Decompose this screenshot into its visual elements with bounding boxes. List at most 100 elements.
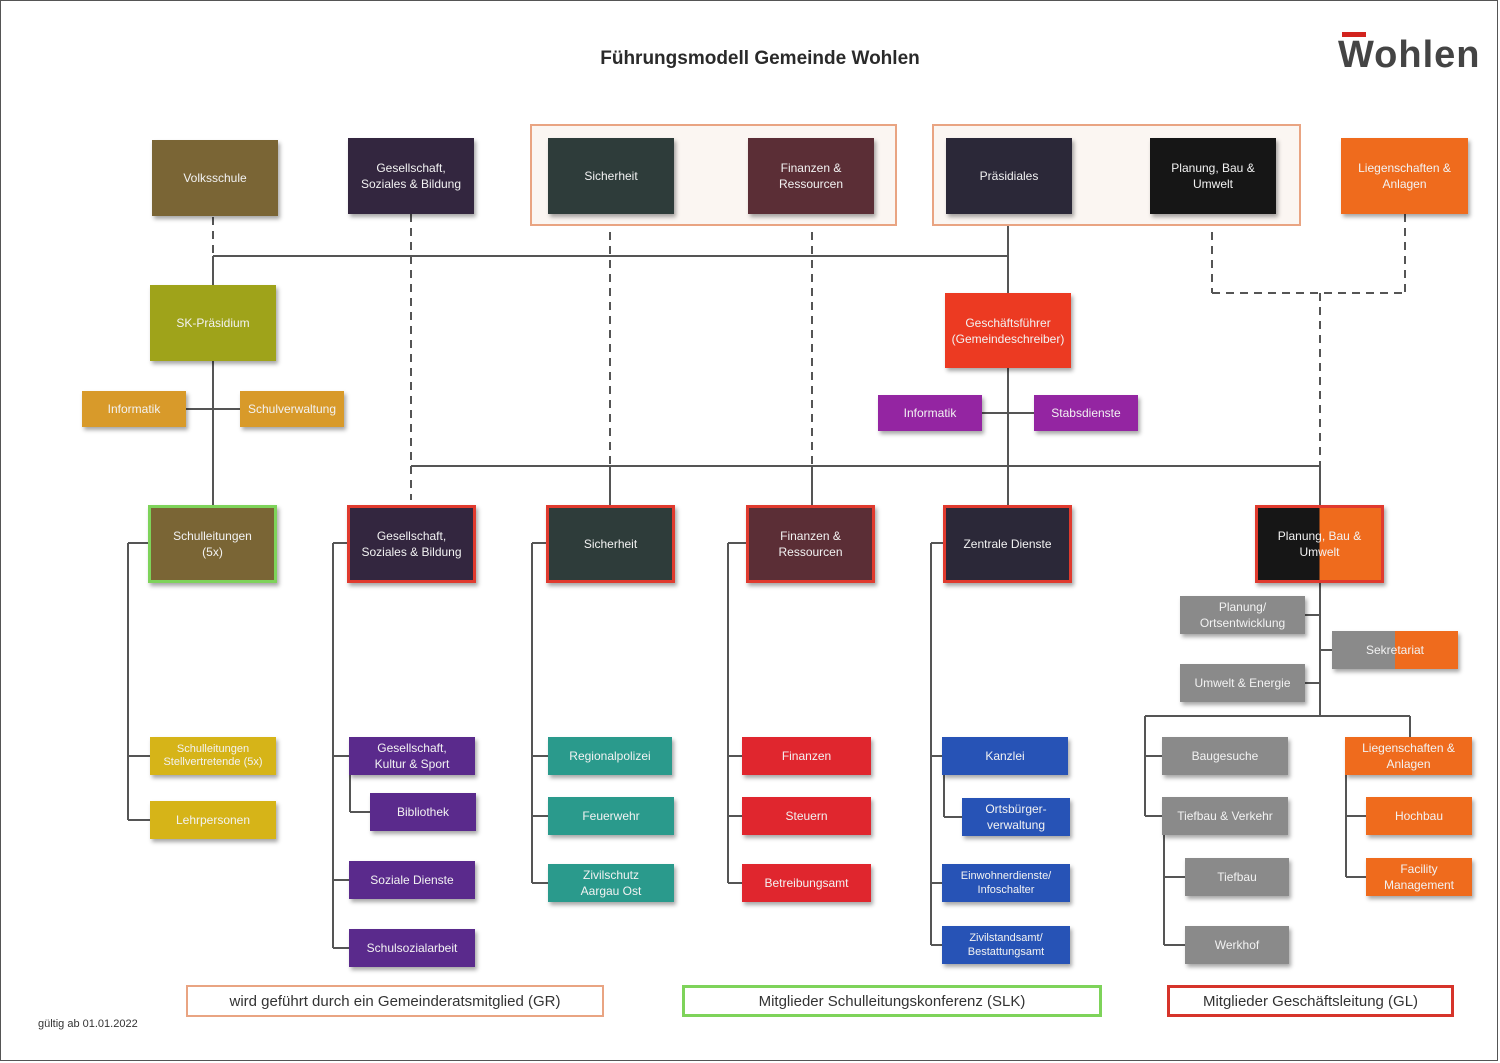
box-kanzlei[interactable]: Kanzlei	[942, 737, 1068, 775]
tiefbau-verkehr-label: Tiefbau & Verkehr	[1177, 809, 1273, 823]
box-planung-ortsentwicklung[interactable]: Planung/ Ortsentwicklung	[1180, 596, 1305, 634]
page-title: Führungsmodell Gemeinde Wohlen	[600, 48, 920, 69]
gesellschaft-top-label: Gesellschaft, Soziales & Bildung	[360, 161, 462, 191]
hochbau-label: Hochbau	[1394, 809, 1444, 823]
box-finanzen-dept[interactable]: Finanzen & Ressourcen	[746, 505, 875, 583]
tiefbau-label: Tiefbau	[1217, 870, 1257, 884]
box-schulsozialarbeit[interactable]: Schulsozialarbeit	[349, 929, 475, 967]
box-sk-praesidium[interactable]: SK-Präsidium	[150, 285, 276, 361]
regionalpolizei-label: Regionalpolizei	[569, 749, 651, 763]
planung-top-label: Planung, Bau & Umwelt	[1171, 161, 1255, 191]
box-stabsdienste[interactable]: Stabsdienste	[1034, 395, 1138, 431]
sicherheit-top-label: Sicherheit	[584, 169, 638, 183]
box-sicherheit-top[interactable]: Sicherheit	[548, 138, 674, 214]
legend-gr-label: wird geführt durch ein Gemeinderatsmitgl…	[229, 992, 561, 1010]
sicherheit-dept-label: Sicherheit	[583, 537, 638, 551]
valid-from-note: gültig ab 01.01.2022	[38, 1018, 138, 1030]
umwelt-energie-label: Umwelt & Energie	[1194, 676, 1291, 690]
box-geschaeftsfuehrer[interactable]: Geschäftsführer (Gemeindeschreiber)	[945, 293, 1071, 368]
legend-gr: wird geführt durch ein Gemeinderatsmitgl…	[186, 985, 604, 1017]
kanzlei-label: Kanzlei	[985, 749, 1025, 763]
feuerwehr-label: Feuerwehr	[582, 809, 640, 823]
box-soziale-dienste[interactable]: Soziale Dienste	[349, 861, 475, 899]
betreibungsamt-label: Betreibungsamt	[764, 876, 849, 890]
box-zivilschutz[interactable]: Zivilschutz Aargau Ost	[548, 864, 674, 902]
box-gesellschaft-dept[interactable]: Gesellschaft, Soziales & Bildung	[347, 505, 476, 583]
box-einwohnerdienste[interactable]: Einwohnerdienste/ Infoschalter	[942, 864, 1070, 902]
box-tiefbau-verkehr[interactable]: Tiefbau & Verkehr	[1162, 797, 1288, 835]
stabsdienste-label: Stabsdienste	[1051, 406, 1121, 420]
schulleitungen-stellvertr-label: Schulleitungen Stellvertretende (5x)	[163, 743, 263, 768]
box-liegenschaften-anlagen[interactable]: Liegenschaften & Anlagen	[1345, 737, 1472, 775]
lehrpersonen-label: Lehrpersonen	[175, 813, 251, 827]
box-planung-dept[interactable]: Planung, Bau & Umwelt	[1255, 505, 1384, 583]
box-zivilstandsamt[interactable]: Zivilstandsamt/ Bestattungsamt	[942, 926, 1070, 964]
box-betreibungsamt[interactable]: Betreibungsamt	[742, 864, 871, 902]
box-tiefbau[interactable]: Tiefbau	[1185, 858, 1289, 896]
box-zentrale-dienste[interactable]: Zentrale Dienste	[943, 505, 1072, 583]
box-ortsbuergerverwaltung[interactable]: Ortsbürger- verwaltung	[962, 798, 1070, 836]
box-informatik-schule[interactable]: Informatik	[82, 391, 186, 427]
box-praesidiales[interactable]: Präsidiales	[946, 138, 1072, 214]
informatik-label: Informatik	[903, 406, 957, 420]
planung-ortsentwicklung-label: Planung/ Ortsentwicklung	[1199, 600, 1286, 630]
box-schulleitungen[interactable]: Schulleitungen (5x)	[148, 505, 277, 583]
sekretariat-label: Sekretariat	[1365, 643, 1425, 657]
box-sicherheit-dept[interactable]: Sicherheit	[546, 505, 675, 583]
steuern-label: Steuern	[785, 809, 828, 823]
gesellschaft-dept-label: Gesellschaft, Soziales & Bildung	[361, 529, 462, 559]
geschaeftsfuehrer-label: Geschäftsführer (Gemeindeschreiber)	[951, 315, 1065, 346]
box-volksschule[interactable]: Volksschule	[152, 140, 278, 216]
box-schulleitungen-stellvertretende[interactable]: Schulleitungen Stellvertretende (5x)	[150, 737, 276, 775]
box-facility-management[interactable]: Facility Management	[1366, 858, 1472, 896]
einwohnerdienste-label: Einwohnerdienste/ Infoschalter	[960, 870, 1052, 896]
facility-label: Facility Management	[1383, 862, 1455, 892]
box-werkhof[interactable]: Werkhof	[1185, 926, 1289, 964]
box-liegenschaften-top[interactable]: Liegenschaften & Anlagen	[1341, 138, 1468, 214]
soziale-dienste-label: Soziale Dienste	[370, 873, 454, 887]
baugesuche-label: Baugesuche	[1191, 749, 1259, 763]
box-steuern[interactable]: Steuern	[742, 797, 871, 835]
schulverwaltung-label: Schulverwaltung	[247, 402, 337, 416]
liegenschaften-top-label: Liegenschaften & Anlagen	[1358, 161, 1451, 191]
legend-gl: Mitglieder Geschäftsleitung (GL)	[1167, 985, 1454, 1017]
logo-accent-bar	[1342, 32, 1366, 37]
box-sekretariat[interactable]: Sekretariat	[1332, 631, 1458, 669]
zivilstandsamt-label: Zivilstandsamt/ Bestattungsamt	[967, 932, 1045, 958]
box-planung-top[interactable]: Planung, Bau & Umwelt	[1150, 138, 1276, 214]
box-schulverwaltung[interactable]: Schulverwaltung	[240, 391, 344, 427]
bibliothek-label: Bibliothek	[396, 805, 450, 819]
schulsozialarbeit-label: Schulsozialarbeit	[366, 941, 458, 955]
gesellschaft-kultur-label: Gesellschaft, Kultur & Sport	[374, 741, 450, 771]
finanzen-unit-label: Finanzen	[781, 749, 832, 763]
legend-slk: Mitglieder Schulleitungskonferenz (SLK)	[682, 985, 1102, 1017]
box-baugesuche[interactable]: Baugesuche	[1162, 737, 1288, 775]
box-finanzen-unit[interactable]: Finanzen	[742, 737, 871, 775]
volksschule-label: Volksschule	[183, 171, 247, 185]
box-finanzen-top[interactable]: Finanzen & Ressourcen	[748, 138, 874, 214]
sk-praesidium-label: SK-Präsidium	[176, 316, 250, 330]
finanzen-top-label: Finanzen & Ressourcen	[778, 161, 844, 191]
informatik-schule-label: Informatik	[107, 402, 161, 416]
finanzen-dept-label: Finanzen & Ressourcen	[778, 529, 843, 559]
werkhof-label: Werkhof	[1214, 938, 1260, 952]
box-bibliothek[interactable]: Bibliothek	[370, 793, 476, 831]
zivilschutz-label: Zivilschutz Aargau Ost	[580, 868, 642, 898]
box-regionalpolizei[interactable]: Regionalpolizei	[548, 737, 672, 775]
box-gesellschaft-kultur-sport[interactable]: Gesellschaft, Kultur & Sport	[349, 737, 475, 775]
legend-gl-label: Mitglieder Geschäftsleitung (GL)	[1202, 992, 1419, 1010]
liegenschaften-anlagen-label: Liegenschaften & Anlagen	[1362, 741, 1455, 771]
ortsbuerger-label: Ortsbürger- verwaltung	[985, 802, 1047, 832]
box-umwelt-energie[interactable]: Umwelt & Energie	[1180, 664, 1305, 702]
box-hochbau[interactable]: Hochbau	[1366, 797, 1472, 835]
box-gesellschaft-top[interactable]: Gesellschaft, Soziales & Bildung	[348, 138, 474, 214]
box-informatik[interactable]: Informatik	[878, 395, 982, 431]
praesidiales-label: Präsidiales	[979, 169, 1039, 183]
box-feuerwehr[interactable]: Feuerwehr	[548, 797, 674, 835]
planung-dept-label: Planung, Bau & Umwelt	[1277, 529, 1362, 559]
legend-slk-label: Mitglieder Schulleitungskonferenz (SLK)	[758, 992, 1026, 1010]
box-lehrpersonen[interactable]: Lehrpersonen	[150, 801, 276, 839]
logo-text: Wohlen	[1338, 34, 1481, 76]
